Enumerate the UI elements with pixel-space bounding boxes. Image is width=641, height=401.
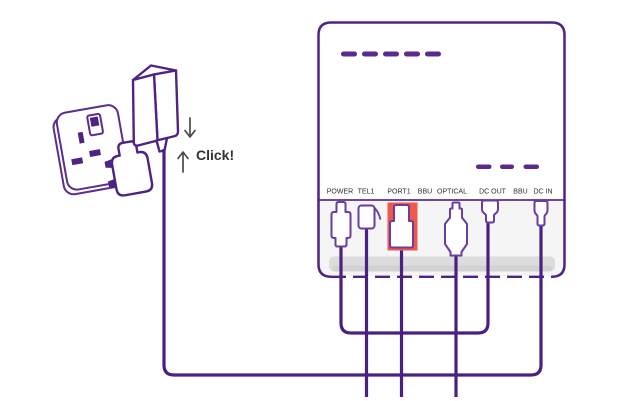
port-label-bbu1: BBU [418, 189, 432, 196]
power-connector [330, 201, 352, 248]
port-label-port1: PORT1 [387, 189, 410, 196]
port-label-dcout: DC OUT [479, 189, 507, 196]
top-indicator-dashes-icon [341, 51, 441, 57]
port-label-optical: OPTICAL [437, 189, 467, 196]
arrow-up-icon [177, 151, 189, 173]
socket-earth-slot-icon [77, 131, 85, 144]
socket-right-slot-icon [89, 149, 101, 157]
click-annotation: Click! [177, 117, 234, 173]
adapter-side-face [131, 73, 159, 147]
tel1-connector [357, 204, 382, 230]
cables [162, 149, 543, 397]
socket-switch [86, 112, 104, 137]
port-label-bbu2: BBU [513, 189, 527, 196]
port-label-power: POWER [327, 189, 353, 196]
adapter-to-dcin-cable [162, 149, 543, 377]
optical-connector [444, 201, 468, 257]
socket-left-slot-icon [71, 157, 84, 166]
base-band-shadow [332, 265, 552, 272]
hub-outline [317, 21, 566, 279]
power-adapter-illustration [131, 64, 180, 153]
plug-clip-body [110, 140, 154, 197]
plug-clip-illustration [104, 140, 154, 197]
dcout-connector [481, 199, 499, 224]
port1-connector [389, 204, 414, 249]
arrow-down-icon [184, 117, 196, 138]
click-label: Click! [196, 147, 234, 163]
hub-rear-panel: POWER TEL1 PORT1 BBU OPTICAL DC OUT BBU … [317, 21, 566, 279]
connectors [330, 199, 549, 257]
power-to-dcout-cable [339, 221, 490, 335]
dcin-connector [533, 200, 549, 227]
port-label-dcin: DC IN [533, 189, 552, 196]
port-label-tel1: TEL1 [358, 189, 375, 196]
port-labels: POWER TEL1 PORT1 BBU OPTICAL DC OUT BBU … [327, 189, 553, 196]
adapter-front-face [152, 69, 180, 142]
right-indicator-dashes-icon [476, 164, 539, 169]
